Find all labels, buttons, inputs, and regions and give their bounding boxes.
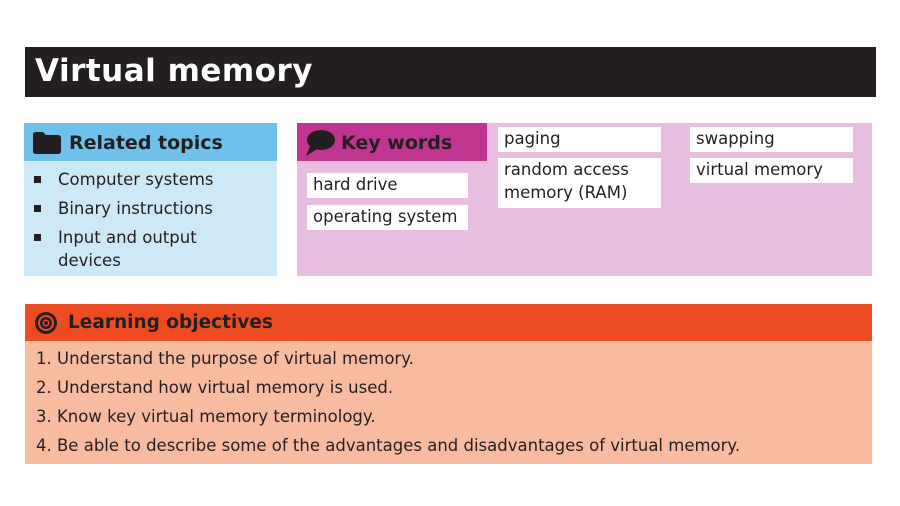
related-topics-list: Computer systems Binary instructions Inp… [32,168,258,278]
title-bar [25,47,876,97]
objective-item: 2. Understand how virtual memory is used… [36,378,394,397]
key-word-chip: operating system [307,205,468,230]
objective-item: 3. Know key virtual memory terminology. [36,407,376,426]
key-word-chip: random access memory (RAM) [498,158,661,208]
related-topic-item: Input and output devices [32,226,228,272]
key-words-heading: Key words [341,132,453,154]
related-topic-item: Binary instructions [32,197,258,220]
target-icon [35,312,57,334]
related-topic-item: Computer systems [32,168,258,191]
key-word-chip: swapping [690,127,853,152]
objective-item: 4. Be able to describe some of the advan… [36,436,741,455]
key-word-chip: paging [498,127,661,152]
folder-icon [33,132,61,154]
key-word-chip: hard drive [307,173,468,198]
related-topics-header [24,123,277,161]
learning-objectives-heading: Learning objectives [68,312,273,333]
objective-item: 1. Understand the purpose of virtual mem… [36,349,414,368]
learning-objectives-list: 1. Understand the purpose of virtual mem… [36,347,740,463]
page-title: Virtual memory [35,53,314,89]
speech-bubble-icon [306,130,335,156]
key-word-chip: virtual memory [690,158,853,183]
related-topics-heading: Related topics [69,132,223,154]
learning-objectives-header [25,304,872,341]
